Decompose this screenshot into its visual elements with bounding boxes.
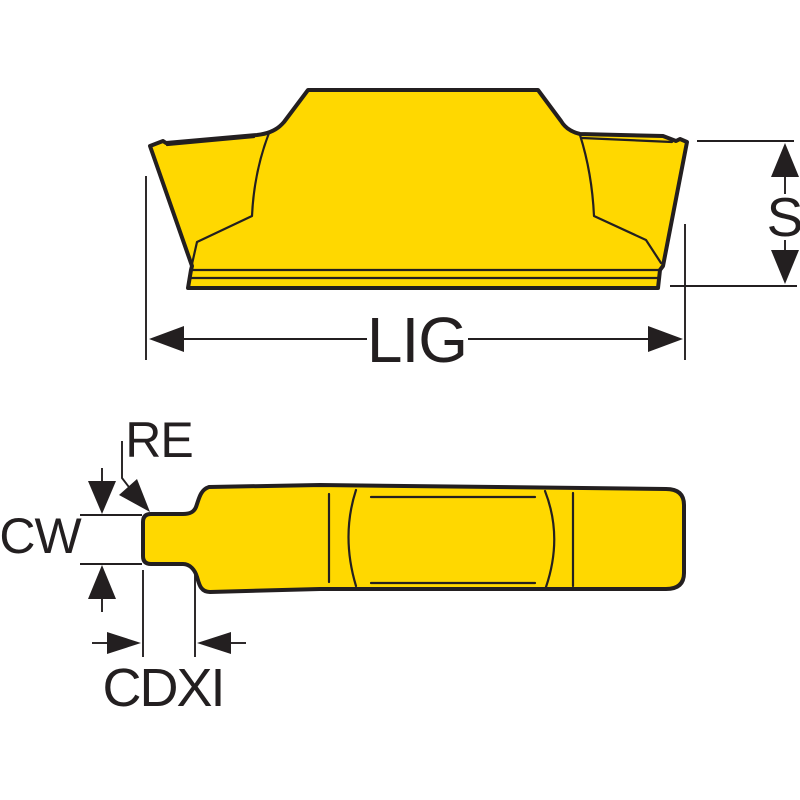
front-view-detail-lines bbox=[165, 131, 674, 280]
left-wing-fold-line bbox=[165, 135, 256, 147]
front-view bbox=[148, 88, 689, 290]
right-flank-line bbox=[578, 133, 663, 265]
cw-arrow-up-icon bbox=[88, 565, 116, 599]
front-view-outline bbox=[148, 88, 689, 290]
s-label: S bbox=[767, 186, 800, 248]
side-view-outline bbox=[141, 483, 686, 594]
right-wing-fold-line bbox=[580, 136, 674, 144]
cdxi-label: CDXI bbox=[102, 658, 223, 718]
cdxi-dimension: CDXI bbox=[92, 570, 246, 718]
lig-arrow-left-icon bbox=[149, 326, 184, 352]
side-view bbox=[141, 483, 686, 594]
re-label: RE bbox=[125, 412, 192, 468]
lig-arrow-right-icon bbox=[648, 326, 683, 352]
re-arrowhead-icon bbox=[119, 479, 150, 512]
lig-dimension: LIG bbox=[145, 176, 686, 376]
cdxi-arrow-right-pointing-icon bbox=[107, 632, 141, 654]
side-view-detail-lines bbox=[327, 488, 575, 589]
cw-dimension: CW bbox=[0, 468, 142, 612]
cw-label: CW bbox=[0, 508, 82, 564]
waist-curve-right bbox=[543, 489, 556, 589]
left-flank-line bbox=[190, 131, 271, 266]
lig-label: LIG bbox=[367, 304, 467, 376]
cdxi-arrow-left-pointing-icon bbox=[197, 632, 231, 654]
cw-arrow-down-icon bbox=[88, 481, 116, 514]
re-callout: RE bbox=[119, 412, 194, 512]
waist-curve-left bbox=[347, 488, 358, 588]
s-dimension: S bbox=[670, 140, 800, 287]
s-arrow-up-icon bbox=[771, 143, 799, 177]
s-arrow-down-icon bbox=[771, 250, 799, 284]
